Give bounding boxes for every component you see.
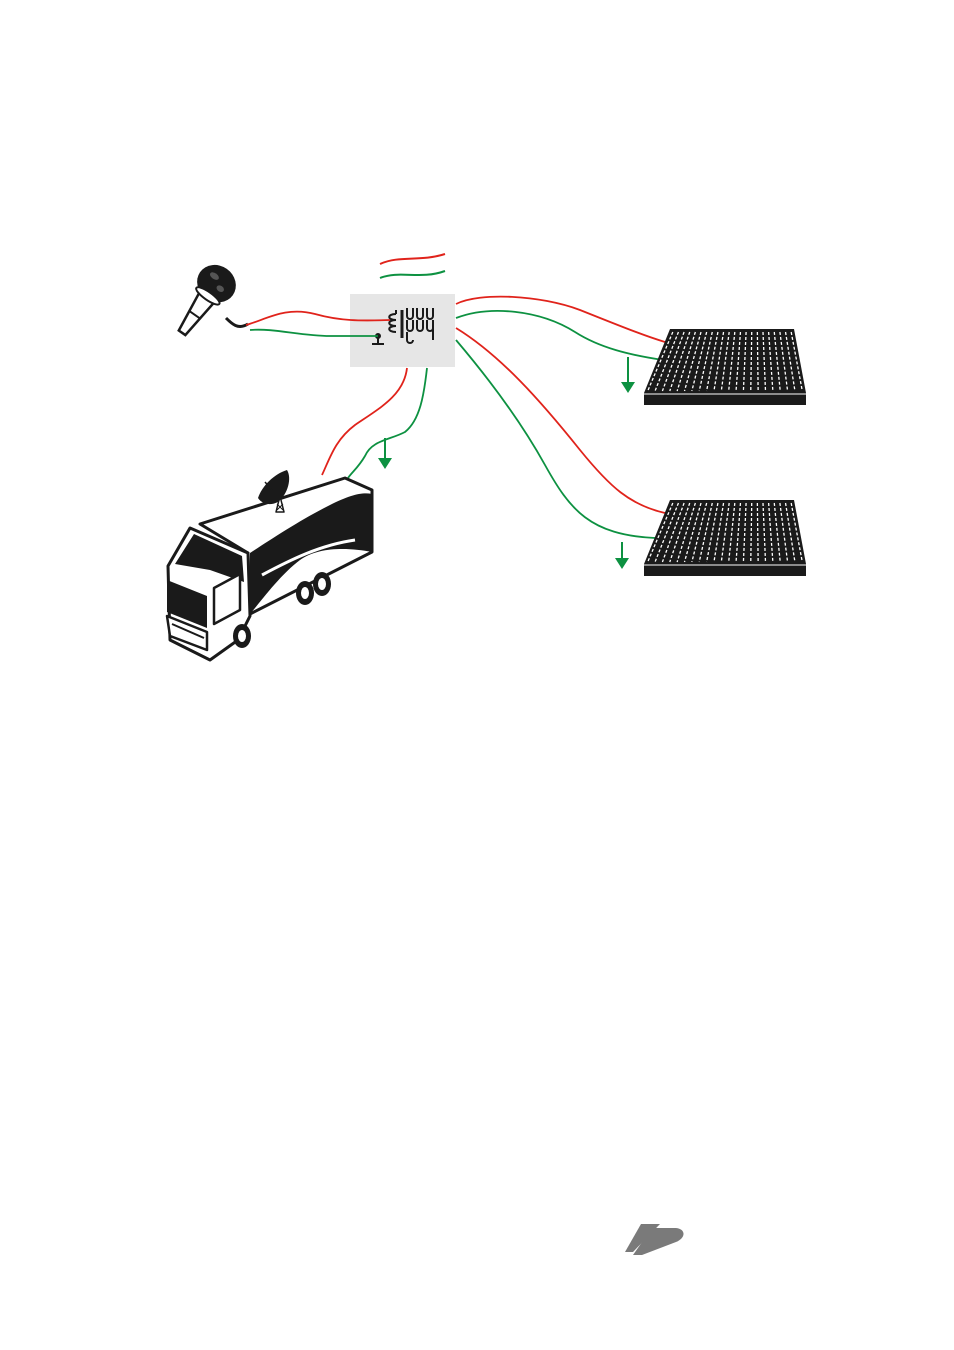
ground-terminal-arrowhead (378, 458, 392, 469)
company-logo-icon (625, 1224, 684, 1255)
legend (380, 254, 445, 278)
console-surface (644, 329, 806, 393)
signal-wire (456, 328, 665, 513)
console-surface (644, 500, 806, 564)
splitter-box (350, 294, 455, 367)
wires-to-mixer-bottom (456, 328, 665, 569)
mixing-console-icon (644, 329, 806, 405)
console-front (644, 393, 806, 405)
signal-wire-sample (380, 254, 445, 264)
signal-wire (322, 368, 407, 475)
ground-terminal-arrowhead (621, 382, 635, 393)
broadcast-truck-icon (167, 478, 372, 660)
ground-wire-sample (380, 271, 445, 278)
microphone-icon (166, 257, 248, 344)
ground-wire (456, 311, 663, 360)
console-front (644, 564, 806, 576)
signal-wire (456, 297, 665, 342)
mixer-bottom (644, 500, 806, 576)
ground-terminal-arrowhead (615, 558, 629, 569)
wires-to-truck (322, 368, 427, 478)
mixing-console-icon (644, 500, 806, 576)
ground-wire (456, 340, 655, 538)
mixer-top (644, 329, 806, 405)
